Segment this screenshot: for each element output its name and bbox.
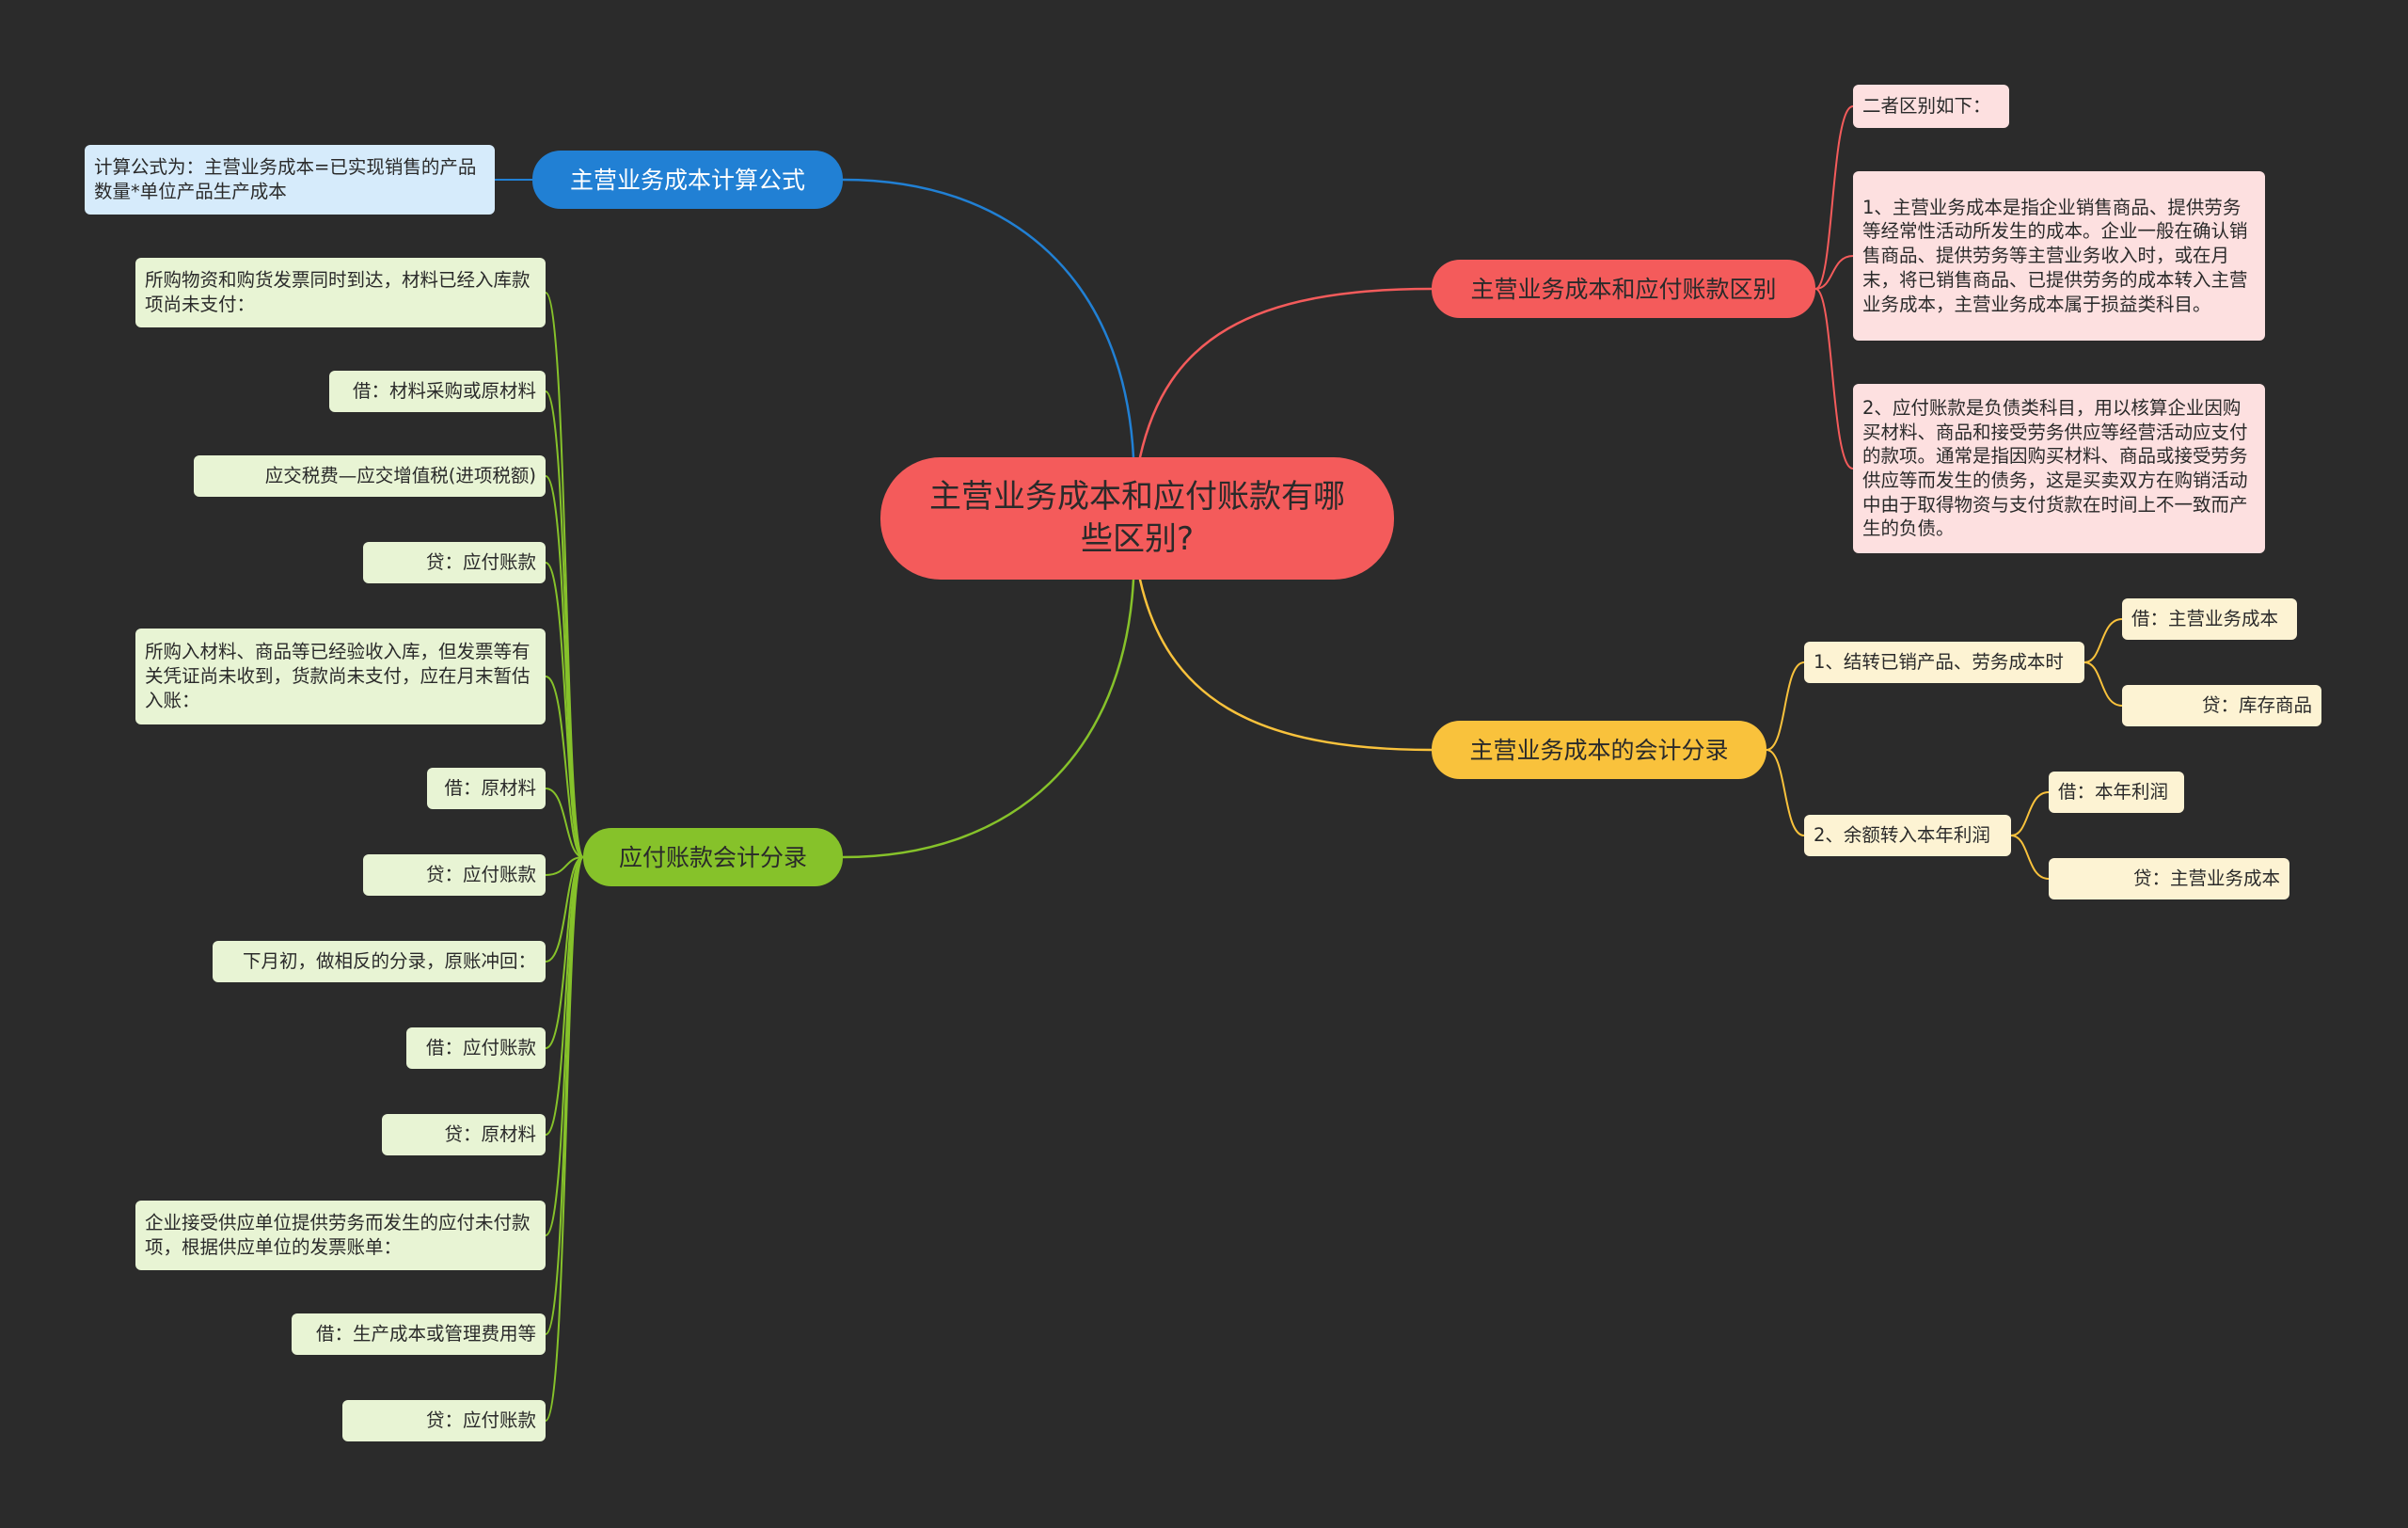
leaf-payable-10[interactable]: 企业接受供应单位提供劳务而发生的应付未付款项，根据供应单位的发票账单： bbox=[135, 1201, 546, 1270]
branch-payable-entries-label: 应付账款会计分录 bbox=[618, 843, 807, 871]
link-root-yellow bbox=[1138, 578, 1434, 752]
branch-difference-label: 主营业务成本和应付账款区别 bbox=[1470, 275, 1777, 303]
leaf-payable-11[interactable]: 借：生产成本或管理费用等 bbox=[292, 1313, 546, 1355]
leaf-payable-9[interactable]: 贷：原材料 bbox=[382, 1114, 546, 1155]
link-green-leaf-11 bbox=[545, 856, 584, 1335]
link-sub1-debit bbox=[2083, 618, 2123, 663]
leaf-debit-main-cost[interactable]: 借：主营业务成本 bbox=[2122, 598, 2297, 640]
leaf-credit-main-cost[interactable]: 贷：主营业务成本 bbox=[2049, 858, 2289, 899]
leaf-credit-inventory[interactable]: 贷：库存商品 bbox=[2122, 685, 2321, 726]
link-root-green bbox=[841, 578, 1135, 859]
link-red-leaf-0 bbox=[1814, 105, 1854, 290]
link-yellow-sub1 bbox=[1766, 661, 1805, 751]
link-green-leaf-4 bbox=[545, 676, 584, 858]
branch-cost-formula-label: 主营业务成本计算公式 bbox=[569, 166, 805, 194]
link-sub2-debit bbox=[2010, 791, 2050, 836]
leaf-payable-8[interactable]: 借：应付账款 bbox=[406, 1027, 546, 1069]
leaf-payable-7[interactable]: 下月初，做相反的分录，原账冲回： bbox=[213, 941, 546, 982]
link-root-red bbox=[1138, 287, 1434, 459]
link-sub1-credit bbox=[2083, 661, 2123, 707]
leaf-payable-2[interactable]: 应交税费—应交增值税(进项税额) bbox=[194, 455, 546, 497]
leaf-debit-profit[interactable]: 借：本年利润 bbox=[2049, 772, 2184, 813]
leaf-difference-intro[interactable]: 二者区别如下： bbox=[1853, 85, 2009, 128]
branch-payable-entries[interactable]: 应付账款会计分录 bbox=[583, 828, 843, 886]
link-green-leaf-7 bbox=[545, 856, 584, 963]
leaf-payable-3[interactable]: 贷：应付账款 bbox=[363, 542, 546, 583]
link-red-leaf-1 bbox=[1814, 255, 1854, 290]
link-green-leaf-8 bbox=[545, 856, 584, 1049]
leaf-payable-4[interactable]: 所购入材料、商品等已经验收入库，但发票等有关凭证尚未收到，货款尚未支付，应在月末… bbox=[135, 629, 546, 724]
link-red-leaf-2 bbox=[1814, 288, 1854, 470]
branch-cost-entries[interactable]: 主营业务成本的会计分录 bbox=[1432, 721, 1766, 779]
link-yellow-sub2 bbox=[1766, 749, 1805, 836]
leaf-payable-12[interactable]: 贷：应付账款 bbox=[342, 1400, 546, 1441]
branch-cost-entries-label: 主营业务成本的会计分录 bbox=[1469, 736, 1729, 764]
link-green-leaf-12 bbox=[545, 856, 584, 1422]
leaf-payable-0[interactable]: 所购物资和购货发票同时到达，材料已经入库款项尚未支付： bbox=[135, 258, 546, 327]
link-green-leaf-3 bbox=[545, 562, 584, 858]
link-root-blue bbox=[841, 178, 1135, 459]
branch-cost-formula[interactable]: 主营业务成本计算公式 bbox=[532, 151, 843, 209]
root-topic[interactable]: 主营业务成本和应付账款有哪些区别? bbox=[880, 457, 1394, 580]
leaf-difference-cost[interactable]: 1、主营业务成本是指企业销售商品、提供劳务等经常性活动所发生的成本。企业一般在确… bbox=[1853, 171, 2265, 341]
sub-branch-transfer-profit[interactable]: 2、余额转入本年利润 bbox=[1804, 815, 2011, 856]
link-green-leaf-5 bbox=[545, 788, 584, 858]
link-green-leaf-6 bbox=[545, 856, 584, 876]
leaf-difference-payable[interactable]: 2、应付账款是负债类科目，用以核算企业因购买材料、商品和接受劳务供应等经营活动应… bbox=[1853, 384, 2265, 553]
root-topic-label: 主营业务成本和应付账款有哪些区别? bbox=[929, 478, 1345, 558]
sub-branch-transfer-cost[interactable]: 1、结转已销产品、劳务成本时 bbox=[1804, 642, 2084, 683]
branch-difference[interactable]: 主营业务成本和应付账款区别 bbox=[1432, 260, 1815, 318]
leaf-cost-formula[interactable]: 计算公式为：主营业务成本=已实现销售的产品数量*单位产品生产成本 bbox=[85, 145, 495, 215]
leaf-payable-1[interactable]: 借：材料采购或原材料 bbox=[329, 371, 546, 412]
leaf-payable-6[interactable]: 贷：应付账款 bbox=[363, 854, 546, 896]
link-sub2-credit bbox=[2010, 835, 2050, 880]
leaf-payable-5[interactable]: 借：原材料 bbox=[427, 768, 546, 809]
